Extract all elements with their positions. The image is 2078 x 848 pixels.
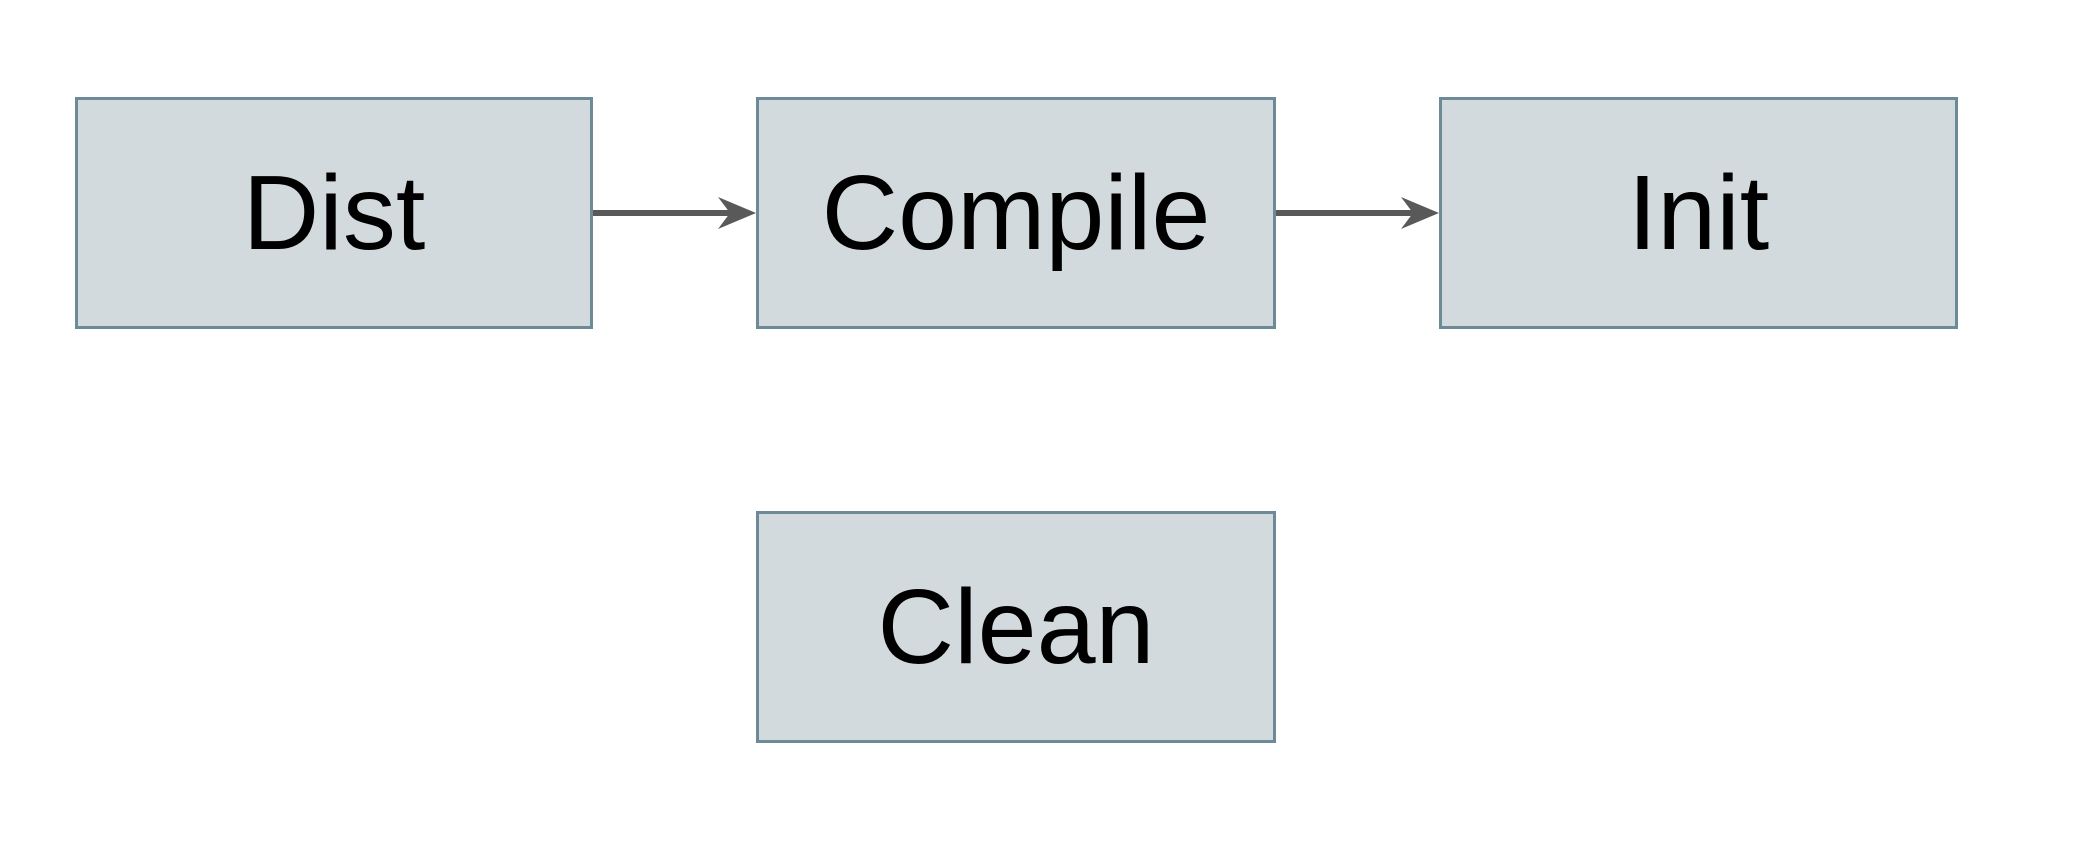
node-compile-label: Compile (821, 154, 1211, 272)
node-dist[interactable]: Dist (75, 97, 593, 329)
node-init[interactable]: Init (1439, 97, 1958, 329)
node-clean[interactable]: Clean (756, 511, 1276, 743)
node-clean-label: Clean (877, 568, 1155, 686)
arrow-head-icon (718, 197, 756, 229)
node-dist-label: Dist (242, 154, 426, 272)
node-compile[interactable]: Compile (756, 97, 1276, 329)
node-init-label: Init (1627, 154, 1770, 272)
arrow-head-icon (1401, 197, 1439, 229)
